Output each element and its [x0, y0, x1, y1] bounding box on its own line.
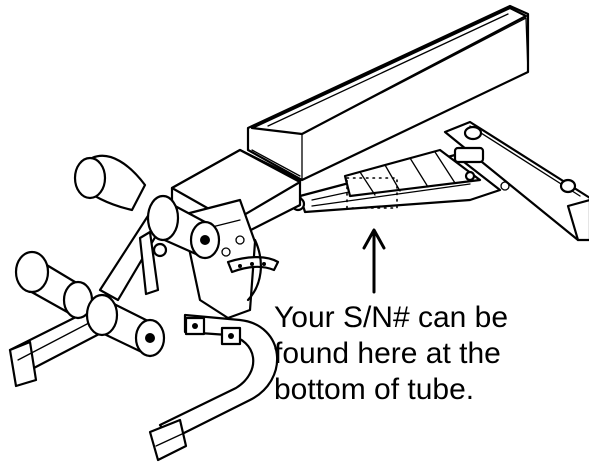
- serial-number-callout: Your S/N# can be found here at the botto…: [274, 300, 574, 408]
- lower-roller-left: [14, 250, 94, 320]
- callout-line-2: found here at the: [274, 337, 501, 370]
- upper-roller-left: [73, 154, 147, 212]
- callout-line-3: bottom of tube.: [274, 373, 475, 406]
- upper-roller-right: [146, 194, 221, 260]
- serial-number-location: [346, 177, 398, 209]
- callout-line-1: Your S/N# can be: [274, 301, 509, 334]
- back-pad: [246, 4, 530, 182]
- seat-pad: [170, 148, 302, 240]
- support-tube: [290, 146, 502, 214]
- lower-roller-right: [85, 293, 166, 358]
- arrow-up-icon: [362, 228, 386, 294]
- front-base-frame: [148, 313, 279, 462]
